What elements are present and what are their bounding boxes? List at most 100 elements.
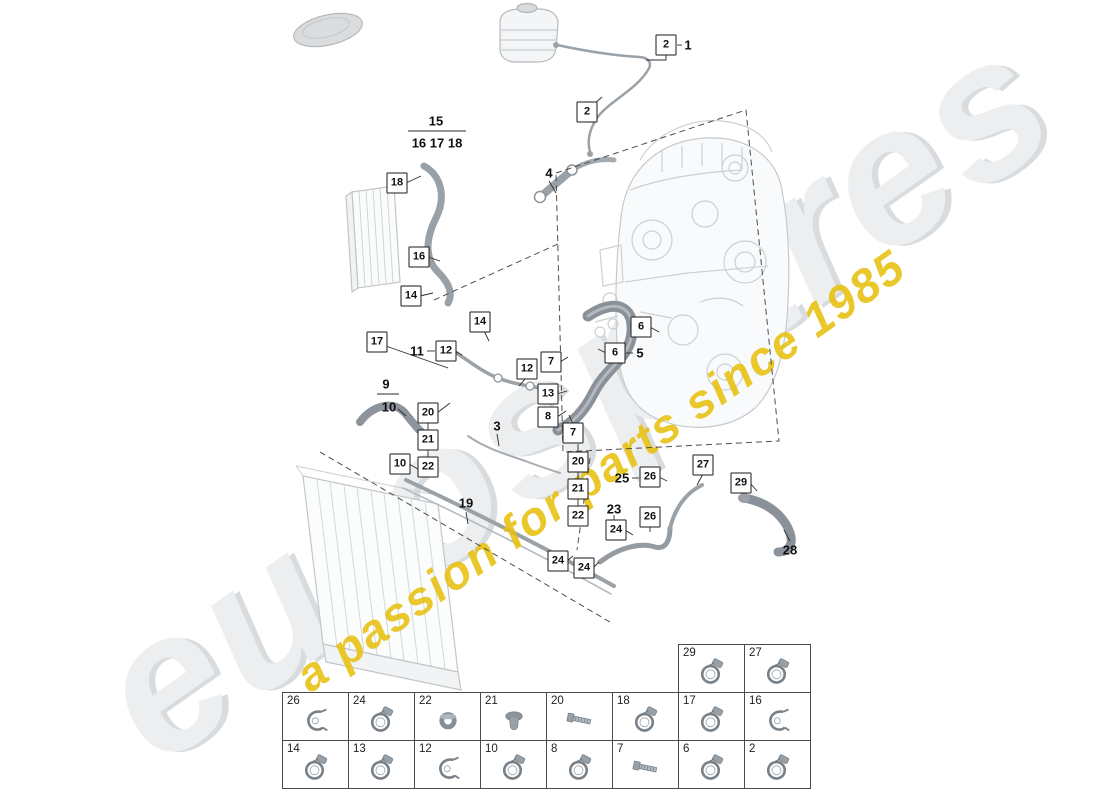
retaining-clip-icon bbox=[761, 705, 795, 735]
callout-26-38[interactable]: 26 bbox=[639, 506, 661, 528]
callout-22-30[interactable]: 22 bbox=[567, 505, 589, 527]
callout-9-18[interactable]: 9 bbox=[382, 376, 390, 392]
callout-5-17[interactable]: 5 bbox=[636, 345, 644, 361]
callout-24-37[interactable]: 24 bbox=[605, 519, 627, 541]
legend-cell-13[interactable]: 13 bbox=[348, 740, 415, 789]
callout-14-9[interactable]: 14 bbox=[469, 311, 491, 333]
legend-cell-number: 8 bbox=[551, 743, 558, 755]
legend-cell-2[interactable]: 2 bbox=[744, 740, 811, 789]
grommet-icon bbox=[431, 705, 465, 735]
legend-cell-number: 13 bbox=[353, 743, 366, 755]
legend-cell-20[interactable]: 20 bbox=[546, 692, 613, 741]
callout-24-39[interactable]: 24 bbox=[547, 550, 569, 572]
legend-cell-number: 16 bbox=[749, 695, 762, 707]
legend-cell-21[interactable]: 21 bbox=[480, 692, 547, 741]
callout-19-31[interactable]: 19 bbox=[458, 495, 474, 511]
legend-cell-number: 29 bbox=[683, 647, 696, 659]
callout-23-36[interactable]: 23 bbox=[606, 501, 622, 517]
legend-cell-number: 2 bbox=[749, 743, 756, 755]
callout-3-26[interactable]: 3 bbox=[493, 418, 501, 434]
legend-cell-22[interactable]: 22 bbox=[414, 692, 481, 741]
callout-2-0[interactable]: 2 bbox=[655, 34, 677, 56]
hose-clamp-icon bbox=[695, 657, 729, 687]
legend-cell-26[interactable]: 26 bbox=[282, 692, 349, 741]
callout-18-6[interactable]: 18 bbox=[386, 172, 408, 194]
hose-clamp-icon bbox=[695, 705, 729, 735]
legend-cell-number: 12 bbox=[419, 743, 432, 755]
legend-cell-number: 18 bbox=[617, 695, 630, 707]
hose-clamp-icon bbox=[761, 657, 795, 687]
callout-6-16[interactable]: 6 bbox=[604, 342, 626, 364]
engine-drawing bbox=[594, 120, 790, 428]
callout-17-10[interactable]: 17 bbox=[366, 331, 388, 353]
callout-20-22[interactable]: 20 bbox=[417, 402, 439, 424]
plug-icon bbox=[497, 705, 531, 735]
retaining-clip-icon bbox=[431, 753, 465, 783]
legend-cell-number: 20 bbox=[551, 695, 564, 707]
callout-8-21[interactable]: 8 bbox=[537, 406, 559, 428]
hose-15-18 bbox=[420, 162, 454, 307]
callout-20-28[interactable]: 20 bbox=[567, 451, 589, 473]
pipe-25-27 bbox=[668, 483, 704, 530]
aux-radiator-drawing bbox=[345, 185, 401, 294]
callout-6-15[interactable]: 6 bbox=[630, 316, 652, 338]
callout-1-1[interactable]: 1 bbox=[684, 37, 692, 53]
legend-cell-29[interactable]: 29 bbox=[678, 644, 745, 693]
hose-clamp-icon bbox=[497, 753, 531, 783]
legend-cell-number: 22 bbox=[419, 695, 432, 707]
legend-cell-number: 14 bbox=[287, 743, 300, 755]
callout-21-29[interactable]: 21 bbox=[567, 478, 589, 500]
hose-23-24 bbox=[597, 525, 673, 565]
callout-10-25[interactable]: 10 bbox=[389, 453, 411, 475]
callout-7-14[interactable]: 7 bbox=[540, 351, 562, 373]
callout-12-13[interactable]: 12 bbox=[516, 358, 538, 380]
legend-cell-27[interactable]: 27 bbox=[744, 644, 811, 693]
callout-21-23[interactable]: 21 bbox=[417, 429, 439, 451]
hose-clamp-icon bbox=[365, 705, 399, 735]
callout-4-5[interactable]: 4 bbox=[545, 165, 553, 181]
legend-cell-16[interactable]: 16 bbox=[744, 692, 811, 741]
callout-27-34[interactable]: 27 bbox=[692, 454, 714, 476]
legend-cell-17[interactable]: 17 bbox=[678, 692, 745, 741]
legend-cell-6[interactable]: 6 bbox=[678, 740, 745, 789]
callout-13-20[interactable]: 13 bbox=[537, 383, 559, 405]
expansion-tank-drawing bbox=[499, 2, 559, 63]
legend-cell-number: 24 bbox=[353, 695, 366, 707]
callout-12-12[interactable]: 12 bbox=[435, 340, 457, 362]
legend-cell-10[interactable]: 10 bbox=[480, 740, 547, 789]
hose-clamp-icon bbox=[629, 705, 663, 735]
legend-cell-7[interactable]: 7 bbox=[612, 740, 679, 789]
hose-3 bbox=[467, 435, 561, 474]
hose-clamp-icon bbox=[761, 753, 795, 783]
callout-25-32[interactable]: 25 bbox=[614, 470, 630, 486]
callout-16-7[interactable]: 16 bbox=[408, 246, 430, 268]
callout-15-3[interactable]: 15 bbox=[428, 113, 444, 129]
callout-16-17-18-4[interactable]: 16 17 18 bbox=[411, 135, 463, 151]
callout-28-41[interactable]: 28 bbox=[782, 542, 798, 558]
hose-clamp-icon bbox=[695, 753, 729, 783]
callout-11-11[interactable]: 11 bbox=[410, 343, 424, 359]
callout-24-40[interactable]: 24 bbox=[573, 557, 595, 579]
legend-cell-24[interactable]: 24 bbox=[348, 692, 415, 741]
callout-10-19[interactable]: 10 bbox=[381, 399, 397, 415]
callout-22-24[interactable]: 22 bbox=[417, 456, 439, 478]
callout-14-8[interactable]: 14 bbox=[400, 285, 422, 307]
legend-cell-12[interactable]: 12 bbox=[414, 740, 481, 789]
legend-cell-number: 17 bbox=[683, 695, 696, 707]
callout-2-2[interactable]: 2 bbox=[576, 101, 598, 123]
hose-clamp-icon bbox=[299, 753, 333, 783]
callout-26-33[interactable]: 26 bbox=[639, 466, 661, 488]
legend-cell-number: 6 bbox=[683, 743, 690, 755]
callout-29-35[interactable]: 29 bbox=[730, 472, 752, 494]
main-radiator-drawing bbox=[295, 465, 462, 691]
legend-cell-18[interactable]: 18 bbox=[612, 692, 679, 741]
legend-cell-8[interactable]: 8 bbox=[546, 740, 613, 789]
hose-clamp-icon bbox=[365, 753, 399, 783]
callout-7-27[interactable]: 7 bbox=[562, 422, 584, 444]
hose-28 bbox=[739, 493, 796, 557]
retaining-clip-icon bbox=[299, 705, 333, 735]
legend-cell-14[interactable]: 14 bbox=[282, 740, 349, 789]
hose-clamp-icon bbox=[563, 753, 597, 783]
